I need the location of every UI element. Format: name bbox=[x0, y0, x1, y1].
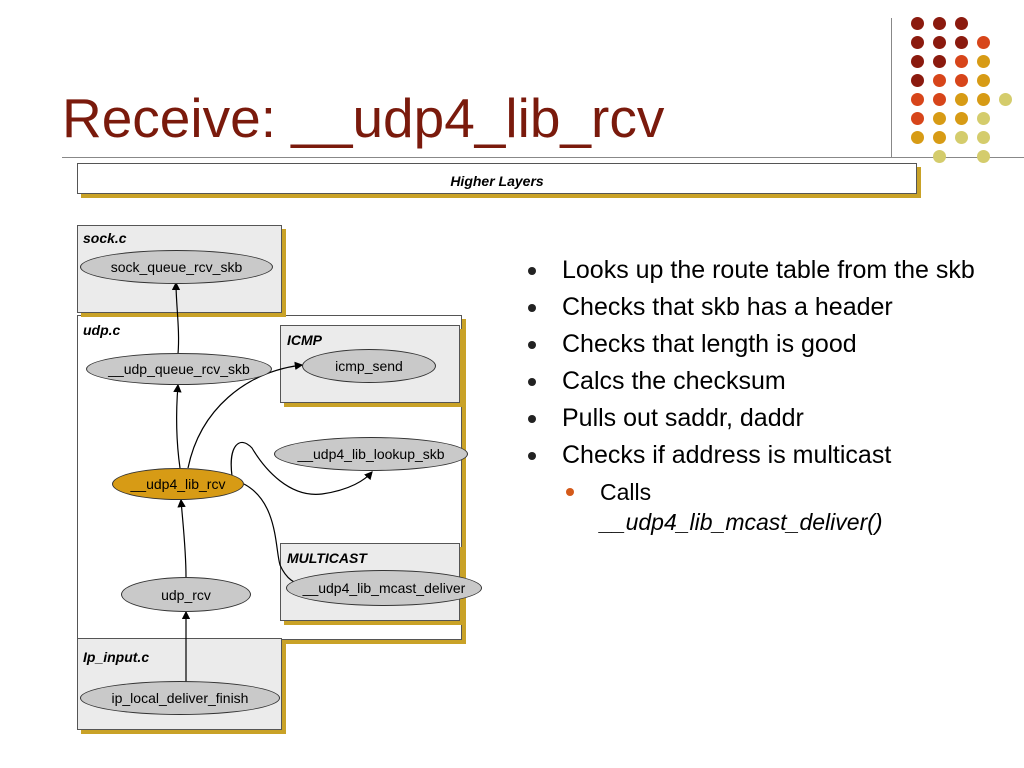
decor-dot bbox=[933, 150, 946, 163]
ip-input-c-label: Ip_input.c bbox=[83, 649, 150, 665]
bullet-item: Pulls out saddr, daddr bbox=[522, 403, 992, 433]
sub-bullet-item: Calls __udp4_lib_mcast_deliver() bbox=[522, 477, 992, 537]
decor-dot bbox=[911, 36, 924, 49]
decor-dot bbox=[977, 74, 990, 87]
decor-dot bbox=[977, 93, 990, 106]
decor-dot bbox=[999, 93, 1012, 106]
decor-dot bbox=[911, 112, 924, 125]
decor-dot bbox=[933, 93, 946, 106]
decor-dot bbox=[933, 131, 946, 144]
udp4-lib-rcv-node: __udp4_lib_rcv bbox=[112, 468, 244, 500]
decor-dot bbox=[933, 17, 946, 30]
decor-dot bbox=[955, 74, 968, 87]
icmp-label: ICMP bbox=[287, 332, 322, 348]
decor-dot bbox=[955, 17, 968, 30]
decor-dot bbox=[955, 55, 968, 68]
decor-dot bbox=[933, 55, 946, 68]
decorative-dot-grid bbox=[900, 12, 1024, 172]
bullet-item: Checks if address is multicast bbox=[522, 440, 992, 470]
decor-dot bbox=[955, 93, 968, 106]
decor-dot bbox=[955, 131, 968, 144]
udp4-lib-mcast-deliver-node: __udp4_lib_mcast_deliver bbox=[286, 570, 482, 606]
decor-dot bbox=[911, 55, 924, 68]
icmp-send-node: icmp_send bbox=[302, 349, 436, 383]
sub-bullet-function: __udp4_lib_mcast_deliver() bbox=[600, 509, 883, 535]
decor-dot bbox=[977, 131, 990, 144]
decor-dot bbox=[911, 131, 924, 144]
decor-dot bbox=[977, 36, 990, 49]
ip-local-deliver-finish-node: ip_local_deliver_finish bbox=[80, 681, 280, 715]
decor-dot bbox=[911, 93, 924, 106]
divider-horizontal bbox=[62, 157, 1024, 158]
decor-dot bbox=[977, 150, 990, 163]
decor-dot bbox=[933, 112, 946, 125]
higher-layers-label: Higher Layers bbox=[450, 173, 544, 189]
bullet-list: Looks up the route table from the skb Ch… bbox=[522, 255, 992, 537]
bullet-item: Looks up the route table from the skb bbox=[522, 255, 992, 285]
decor-dot bbox=[977, 55, 990, 68]
udp-c-label: udp.c bbox=[83, 322, 121, 338]
decor-dot bbox=[955, 112, 968, 125]
bullet-item: Calcs the checksum bbox=[522, 366, 992, 396]
multicast-label: MULTICAST bbox=[287, 550, 367, 566]
decor-dot bbox=[977, 112, 990, 125]
decor-dot bbox=[911, 74, 924, 87]
slide-title: Receive: __udp4_lib_rcv bbox=[62, 87, 665, 149]
bullet-item: Checks that skb has a header bbox=[522, 292, 992, 322]
decor-dot bbox=[933, 36, 946, 49]
udp4-lib-lookup-skb-node: __udp4_lib_lookup_skb bbox=[274, 437, 468, 471]
udp-queue-rcv-skb-node: __udp_queue_rcv_skb bbox=[86, 353, 272, 385]
decor-dot bbox=[911, 17, 924, 30]
bullet-item: Checks that length is good bbox=[522, 329, 992, 359]
divider-vertical bbox=[891, 18, 892, 158]
udp-rcv-node: udp_rcv bbox=[121, 577, 251, 612]
decor-dot bbox=[955, 36, 968, 49]
decor-dot bbox=[933, 74, 946, 87]
sock-c-label: sock.c bbox=[83, 230, 127, 246]
sub-bullet-text: Calls bbox=[600, 479, 652, 505]
higher-layers-box: Higher Layers bbox=[77, 163, 917, 194]
sock-queue-rcv-skb-node: sock_queue_rcv_skb bbox=[80, 250, 273, 284]
